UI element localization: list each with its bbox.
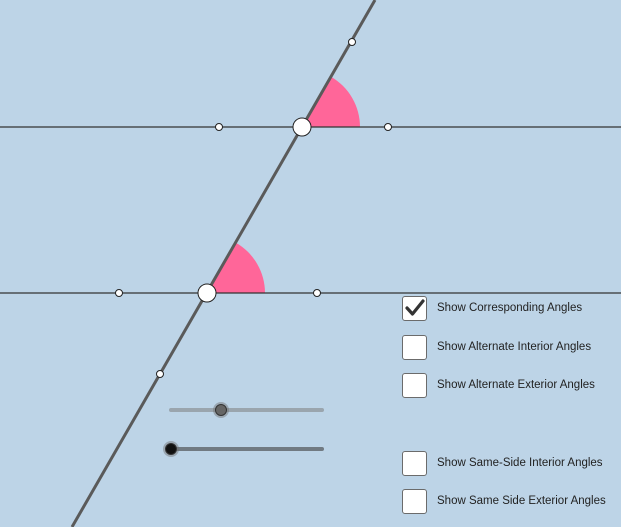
point-6[interactable] <box>156 370 164 378</box>
slider-2[interactable] <box>163 441 324 457</box>
checkbox-label: Show Same Side Exterior Angles <box>437 495 606 507</box>
sliders[interactable] <box>163 402 324 457</box>
checkbox-label: Show Same-Side Interior Angles <box>437 457 603 469</box>
checkbox-row-3[interactable]: Show Alternate Exterior Angles <box>402 371 595 399</box>
point-4[interactable] <box>115 289 123 297</box>
checkbox-row-4[interactable]: Show Same-Side Interior Angles <box>402 449 603 477</box>
checkbox-label: Show Corresponding Angles <box>437 302 583 314</box>
checkmark-icon <box>404 299 425 316</box>
intersection-point-2[interactable] <box>197 283 217 303</box>
intersection-points[interactable] <box>197 117 312 303</box>
checkbox-row-5[interactable]: Show Same Side Exterior Angles <box>402 487 606 515</box>
slider-thumb[interactable] <box>215 404 227 416</box>
corresponding-angle-1 <box>302 76 360 127</box>
point-2[interactable] <box>215 123 223 131</box>
slider-thumb[interactable] <box>165 443 177 455</box>
checkbox-row-2[interactable]: Show Alternate Interior Angles <box>402 333 591 361</box>
point-5[interactable] <box>313 289 321 297</box>
transversal-line <box>70 0 377 527</box>
angle-highlights <box>207 76 360 293</box>
checkbox[interactable] <box>402 450 427 476</box>
checkbox[interactable] <box>402 334 427 360</box>
checkbox[interactable] <box>402 372 427 398</box>
intersection-point-1[interactable] <box>292 117 312 137</box>
corresponding-angle-2 <box>207 242 265 293</box>
slider-1[interactable] <box>169 402 324 418</box>
checkbox-label: Show Alternate Exterior Angles <box>437 379 595 391</box>
draggable-points[interactable] <box>115 38 392 378</box>
point-1[interactable] <box>348 38 356 46</box>
point-3[interactable] <box>384 123 392 131</box>
checkbox[interactable] <box>402 488 427 514</box>
checkbox[interactable] <box>402 295 427 321</box>
checkbox-row-1[interactable]: Show Corresponding Angles <box>402 294 582 322</box>
checkbox-label: Show Alternate Interior Angles <box>437 341 592 353</box>
